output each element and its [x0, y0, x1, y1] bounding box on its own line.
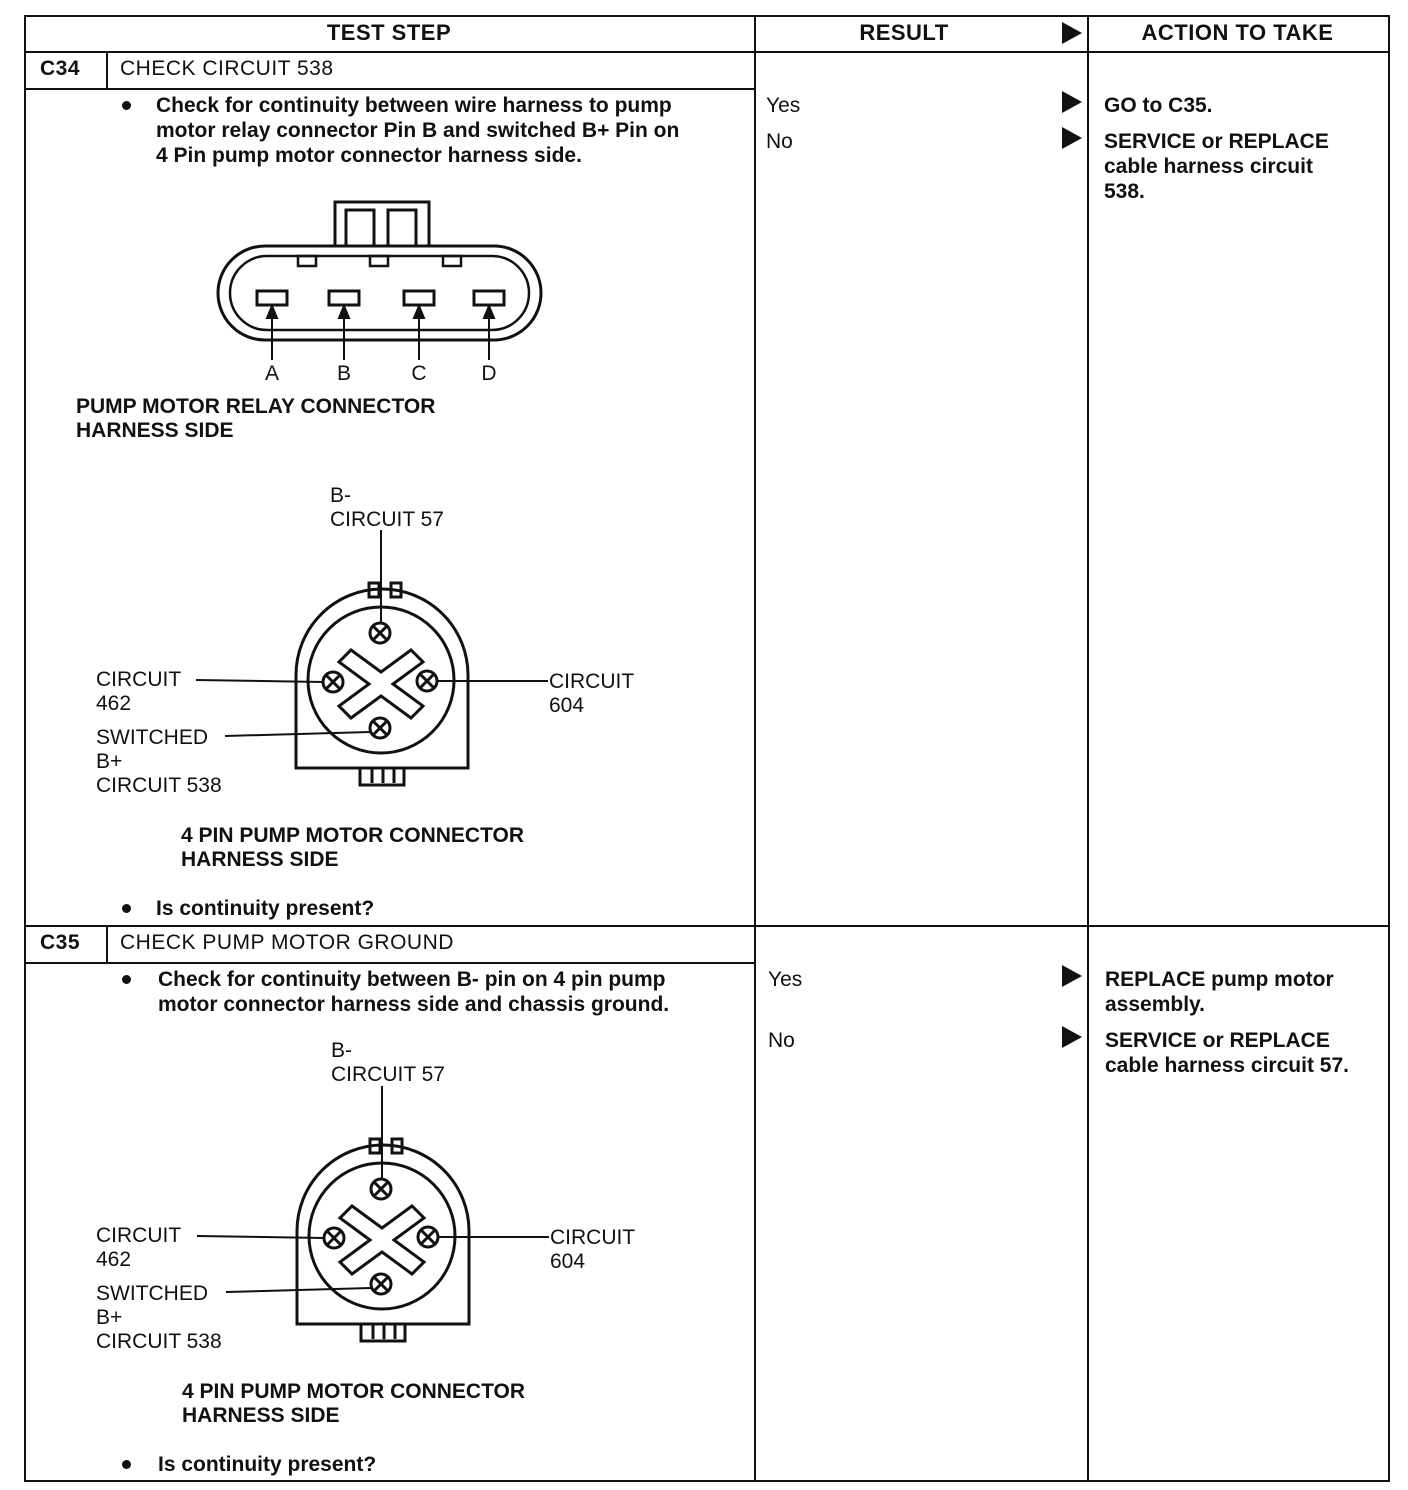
c35-pump-connector-caption: 4 PIN PUMP MOTOR CONNECTOR HARNESS SIDE [182, 1380, 526, 1427]
header-result: RESULT [859, 20, 949, 45]
c34-result-yes: Yes [766, 94, 801, 117]
c35-label-circuit-604: CIRCUIT 604 [550, 1226, 636, 1273]
table-right-border [1388, 15, 1390, 1481]
c34-question-bullet-icon [122, 904, 131, 913]
c34-label-b-minus-circuit-57: B- CIRCUIT 57 [330, 484, 444, 531]
c34-yes-arrow-icon [1062, 91, 1082, 113]
header-action: ACTION TO TAKE [1141, 20, 1334, 45]
c35-label-b-minus-circuit-57: B- CIRCUIT 57 [331, 1039, 445, 1086]
c35-result-yes: Yes [768, 968, 803, 991]
c34-label-circuit-604: CIRCUIT 604 [549, 670, 635, 717]
c34-step-id: C34 [40, 57, 81, 80]
c34-instruction: Check for continuity between wire harnes… [156, 94, 680, 167]
c35-pump-connector-diagram [196, 1086, 549, 1343]
c35-action-yes: REPLACE pump motor assembly. [1105, 968, 1334, 1016]
c34-pump-connector-diagram [195, 530, 548, 787]
c34-pump-connector-caption: 4 PIN PUMP MOTOR CONNECTOR HARNESS SIDE [181, 824, 525, 871]
c35-no-arrow-icon [1062, 1026, 1082, 1048]
c35-result-no: No [768, 1029, 795, 1052]
column-divider-action [1087, 15, 1089, 1481]
c34-action-yes: GO to C35. [1104, 94, 1213, 117]
c35-question-bullet-icon [122, 1460, 131, 1469]
relay-connector-caption: PUMP MOTOR RELAY CONNECTOR HARNESS SIDE [76, 395, 436, 442]
header-bottom-border [24, 51, 1390, 53]
table-bottom-border [24, 1480, 1390, 1482]
table-left-border [24, 15, 26, 1481]
column-divider-result [754, 15, 756, 1481]
c34-label-circuit-462: CIRCUIT 462 [96, 668, 182, 715]
c34-title-bottom [24, 88, 754, 90]
c34-question: Is continuity present? [156, 897, 375, 920]
header-test-step: TEST STEP [326, 20, 452, 45]
c35-bullet-icon [122, 975, 131, 984]
relay-pin-label-b: B [336, 362, 351, 385]
relay-pin-label-a: A [264, 362, 279, 385]
header-arrow-icon [1062, 22, 1082, 44]
c35-label-switched-b-plus-circuit-538: SWITCHED B+ CIRCUIT 538 [96, 1282, 222, 1353]
c34-step-title: CHECK CIRCUIT 538 [120, 57, 334, 80]
relay-pin-label-d: D [481, 362, 497, 385]
c35-step-id: C35 [40, 931, 81, 954]
relay-pin-label-c: C [411, 362, 427, 385]
c35-id-divider [106, 925, 108, 962]
relay-connector-diagram [216, 200, 543, 360]
c35-label-circuit-462: CIRCUIT 462 [96, 1224, 182, 1271]
table-top-border [24, 15, 1390, 17]
c35-yes-arrow-icon [1062, 965, 1082, 987]
c35-title-bottom [24, 962, 754, 964]
c34-bullet-icon [122, 101, 131, 110]
c34-action-no: SERVICE or REPLACE cable harness circuit… [1104, 130, 1329, 203]
c35-question: Is continuity present? [158, 1453, 377, 1476]
section-divider [24, 925, 1390, 927]
c35-step-title: CHECK PUMP MOTOR GROUND [120, 931, 454, 954]
c34-no-arrow-icon [1062, 127, 1082, 149]
c34-result-no: No [766, 130, 793, 153]
c34-id-divider [106, 51, 108, 88]
c34-label-switched-b-plus-circuit-538: SWITCHED B+ CIRCUIT 538 [96, 726, 222, 797]
c35-action-no: SERVICE or REPLACE cable harness circuit… [1105, 1029, 1349, 1077]
c35-instruction: Check for continuity between B- pin on 4… [158, 968, 670, 1016]
